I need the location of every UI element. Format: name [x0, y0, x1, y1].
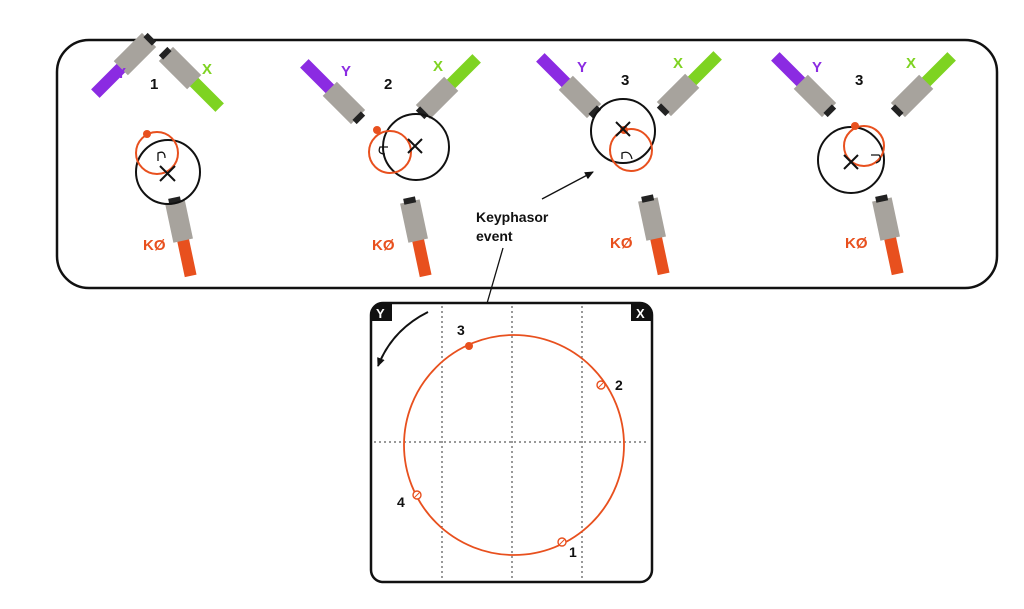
- orbit-plot: Y X 3 2 4 1: [369, 301, 654, 584]
- center-cross: [159, 165, 176, 182]
- orbit-plot-grid: [374, 306, 649, 579]
- x-probe: [415, 54, 481, 120]
- panel-number: 3: [621, 72, 629, 89]
- svg-text:X: X: [636, 306, 645, 321]
- orbit-point-4: [412, 490, 422, 500]
- x-probe: [656, 51, 722, 117]
- y-tag: Y: [371, 303, 392, 321]
- keyphasor-probe: [638, 194, 670, 276]
- x-probe: [890, 52, 956, 118]
- orbit-point-1-label: 1: [569, 544, 577, 560]
- x-label: X: [433, 58, 443, 75]
- panel-4: Y X 3 KØ: [771, 52, 956, 276]
- svg-text:Y: Y: [376, 306, 385, 321]
- y-label: Y: [577, 59, 587, 76]
- rotation-direction-arrow: [377, 311, 429, 367]
- panel-number: 3: [855, 72, 863, 89]
- center-cross: [843, 154, 859, 170]
- y-label: Y: [812, 59, 822, 76]
- orbit-circle: [403, 334, 625, 556]
- y-probe: [536, 53, 602, 119]
- notch-mark: [871, 154, 882, 164]
- center-cross: [615, 121, 631, 137]
- y-probe: [91, 32, 157, 98]
- panel-1: Y X 1 KØ: [91, 32, 224, 278]
- y-probe: [300, 59, 366, 125]
- y-probe: [771, 52, 837, 118]
- callout-line-2: event: [476, 228, 513, 244]
- keyphasor-label: KØ: [845, 235, 868, 252]
- x-label: X: [673, 55, 683, 72]
- orbit-point-1: [557, 537, 567, 547]
- panel-2: Y X 2 KØ: [300, 54, 481, 278]
- orbit-circle: [843, 125, 885, 167]
- callout-arrow-to-panel: [541, 171, 594, 200]
- orbit-circle: [368, 130, 412, 174]
- x-label: X: [906, 55, 916, 72]
- keyphasor-dot: [373, 126, 381, 134]
- keyphasor-probe: [165, 196, 197, 278]
- keyphasor-probe: [400, 196, 432, 278]
- notch-mark: [378, 146, 388, 155]
- orbit-point-4-label: 4: [397, 494, 405, 510]
- center-cross: [407, 138, 423, 154]
- y-label: Y: [341, 63, 351, 80]
- keyphasor-label: KØ: [143, 237, 166, 254]
- notch-mark: [621, 151, 633, 160]
- orbit-point-3: [465, 342, 473, 350]
- keyphasor-label: KØ: [610, 235, 633, 252]
- panel-3: Y X 3 KØ: [536, 51, 722, 276]
- shaft-circle: [135, 139, 201, 205]
- keyphasor-label: KØ: [372, 237, 395, 254]
- x-label: X: [202, 61, 212, 78]
- keyphasor-dot: [851, 122, 859, 130]
- orbit-circle: [135, 131, 179, 175]
- panel-number: 1: [150, 76, 158, 93]
- x-probe: [158, 46, 224, 112]
- callout-line-1: Keyphasor: [476, 209, 549, 225]
- shaft-circle: [590, 98, 656, 164]
- orbit-point-2: [596, 380, 606, 390]
- y-label: Y: [116, 65, 126, 82]
- keyphasor-probe: [872, 194, 904, 276]
- keyphasor-dot: [143, 130, 151, 138]
- orbit-circle: [609, 128, 653, 172]
- panels-frame: [55, 38, 999, 290]
- x-tag: X: [631, 303, 652, 321]
- orbit-point-3-label: 3: [457, 322, 465, 338]
- orbit-point-2-label: 2: [615, 377, 623, 393]
- shaft-circle: [817, 126, 885, 194]
- panel-number: 2: [384, 76, 392, 93]
- notch-mark: [157, 151, 166, 161]
